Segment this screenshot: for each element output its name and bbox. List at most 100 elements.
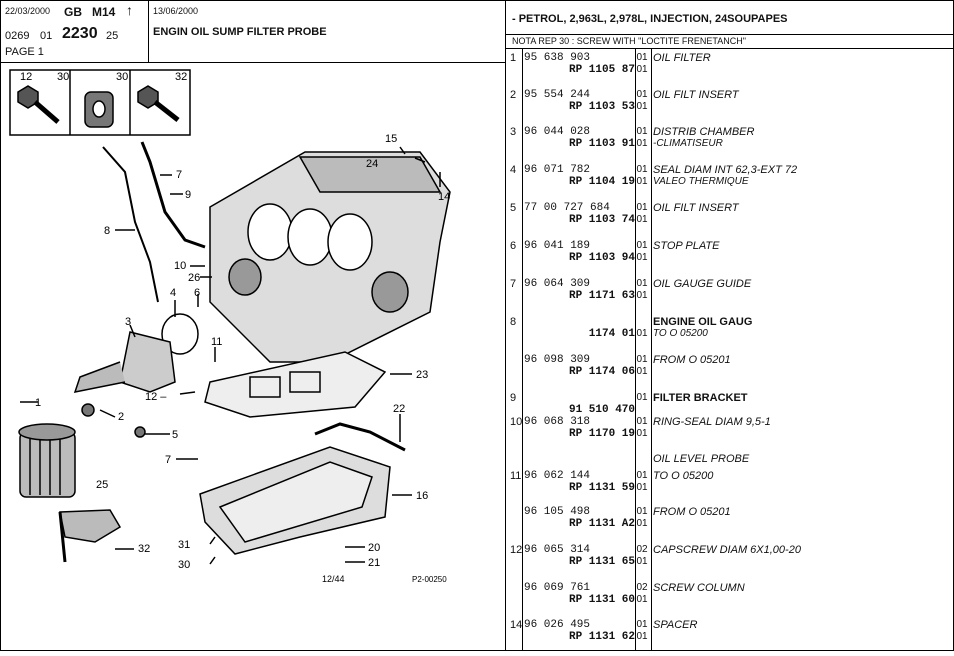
inset-label-30a: 30 bbox=[57, 71, 69, 83]
part-quantity: 01 bbox=[636, 89, 648, 100]
part-quantity: 02 bbox=[636, 582, 648, 593]
part-quantity: 01 bbox=[636, 52, 648, 63]
callout-7: 7 bbox=[176, 169, 182, 181]
part-description: CAPSCREW DIAM 6X1,00-20 bbox=[653, 544, 801, 556]
part-description: SEAL DIAM INT 62,3-EXT 72 bbox=[653, 164, 798, 176]
ref-code: P2-00250 bbox=[412, 575, 447, 584]
callout-23: 23 bbox=[416, 369, 428, 381]
part-index: 4 bbox=[510, 164, 517, 176]
part-rp-number: RP 1104 19 bbox=[568, 176, 635, 188]
part-rp-number: 1174 01 bbox=[588, 328, 635, 340]
part-rp-number: RP 1103 53 bbox=[568, 101, 635, 113]
part-reference: 96 068 318 bbox=[524, 416, 591, 428]
inset-label-32: 32 bbox=[175, 71, 187, 83]
part-quantity-2: 01 bbox=[636, 290, 648, 301]
oil-filter bbox=[18, 423, 76, 498]
page-label: PAGE 1 bbox=[5, 46, 44, 58]
part-description: SPACER bbox=[653, 619, 698, 631]
part-quantity-2: 01 bbox=[636, 482, 648, 493]
callout-14: 14 bbox=[438, 191, 450, 203]
callout-31: 31 bbox=[178, 539, 190, 551]
header-title-block: 13/06/2000 ENGIN OIL SUMP FILTER PROBE bbox=[148, 0, 505, 63]
part-description-2: VALEO THERMIQUE bbox=[653, 176, 749, 187]
part-index: 11 bbox=[510, 470, 522, 482]
part-description: FROM O 05201 bbox=[653, 506, 731, 518]
language-code: GB bbox=[64, 5, 82, 19]
part-index: 9 bbox=[510, 392, 517, 404]
part-quantity: 01 bbox=[636, 202, 648, 213]
part-description: DISTRIB CHAMBER bbox=[653, 126, 755, 138]
callout-22: 22 bbox=[393, 403, 405, 415]
part-reference: 96 065 314 bbox=[524, 544, 591, 556]
part-description: OIL FILT INSERT bbox=[653, 89, 739, 101]
part-reference: 96 069 761 bbox=[524, 582, 591, 594]
code-main: 2230 bbox=[62, 25, 98, 42]
callout-12: 12 – bbox=[145, 391, 167, 403]
callout-32: 32 bbox=[138, 543, 150, 555]
part-description: OIL FILTER bbox=[653, 52, 711, 64]
part-description: OIL FILT INSERT bbox=[653, 202, 739, 214]
part-description: RING-SEAL DIAM 9,5-1 bbox=[653, 416, 771, 428]
part-quantity: 01 bbox=[636, 416, 648, 427]
part-reference: 95 554 244 bbox=[524, 89, 591, 101]
part-quantity: 01 bbox=[636, 506, 648, 517]
part-rp-number: RP 1131 A2 bbox=[568, 518, 635, 530]
part-index: 7 bbox=[510, 278, 517, 290]
part-reference: 77 00 727 684 bbox=[524, 202, 610, 214]
part-quantity-2: 01 bbox=[636, 631, 648, 642]
part-index: 3 bbox=[510, 126, 517, 138]
part-quantity-2: 01 bbox=[636, 176, 648, 187]
part-quantity: 01 bbox=[636, 278, 648, 289]
part-rp-number: RP 1103 74 bbox=[568, 214, 635, 226]
part-rp-number: RP 1131 59 bbox=[568, 482, 635, 494]
part-rp-number: RP 1131 60 bbox=[568, 594, 635, 606]
callout-20: 20 bbox=[368, 542, 380, 554]
date-issued: 22/03/2000 bbox=[5, 6, 51, 16]
part-quantity-2: 01 bbox=[636, 366, 648, 377]
inset-box bbox=[9, 69, 191, 136]
callout-10: 10 bbox=[174, 260, 186, 272]
part-description: STOP PLATE bbox=[653, 240, 720, 252]
table-border-left bbox=[505, 48, 506, 651]
inset-label-30b: 30 bbox=[116, 71, 128, 83]
part-description: OIL LEVEL PROBE bbox=[653, 453, 750, 465]
part-reference: 96 041 189 bbox=[524, 240, 591, 252]
table-col-divider-ref bbox=[522, 48, 523, 651]
inset-label-12: 12 bbox=[20, 71, 32, 83]
date-updated: 13/06/2000 bbox=[153, 6, 199, 16]
callout-7b: 7 bbox=[165, 454, 171, 466]
part-rp-number: RP 1131 62 bbox=[568, 631, 635, 643]
part-quantity-2: 01 bbox=[636, 214, 648, 225]
part-quantity: 01 bbox=[636, 392, 648, 403]
part-rp-number: RP 1105 87 bbox=[568, 64, 635, 76]
callout-9: 9 bbox=[185, 189, 191, 201]
part-reference: 96 098 309 bbox=[524, 354, 591, 366]
part-reference: 95 638 903 bbox=[524, 52, 591, 64]
part-quantity-2: 01 bbox=[636, 328, 648, 339]
part-description: FILTER BRACKET bbox=[653, 392, 748, 404]
callout-11: 11 bbox=[211, 336, 222, 348]
part-index: 2 bbox=[510, 89, 517, 101]
part-rp-number: 91 510 470 bbox=[568, 404, 635, 416]
callout-8: 8 bbox=[104, 225, 110, 237]
part-reference: 96 105 498 bbox=[524, 506, 591, 518]
callout-4: 4 bbox=[170, 287, 176, 299]
part-rp-number: RP 1171 63 bbox=[568, 290, 635, 302]
page-title: ENGIN OIL SUMP FILTER PROBE bbox=[153, 26, 327, 38]
callout-21: 21 bbox=[368, 557, 380, 569]
part-index: 1 bbox=[510, 52, 517, 64]
oil-sump bbox=[199, 446, 391, 555]
part-quantity: 01 bbox=[636, 164, 648, 175]
callout-3: 3 bbox=[125, 316, 131, 328]
callout-2: 2 bbox=[118, 411, 124, 423]
part-rp-number: RP 1103 94 bbox=[568, 252, 635, 264]
callout-25: 25 bbox=[96, 479, 108, 491]
callout-15: 15 bbox=[385, 133, 397, 145]
vehicle-description: - PETROL, 2,963L, 2,978L, INJECTION, 24S… bbox=[512, 13, 788, 25]
nota-text: NOTA REP 30 : SCREW WITH "LOCTITE FRENET… bbox=[512, 36, 746, 46]
part-description-2: TO O 05200 bbox=[653, 328, 708, 339]
part-quantity: 02 bbox=[636, 544, 648, 555]
part-quantity: 01 bbox=[636, 354, 648, 365]
table-col-divider-desc bbox=[651, 48, 652, 651]
part-index: 14 bbox=[510, 619, 523, 631]
